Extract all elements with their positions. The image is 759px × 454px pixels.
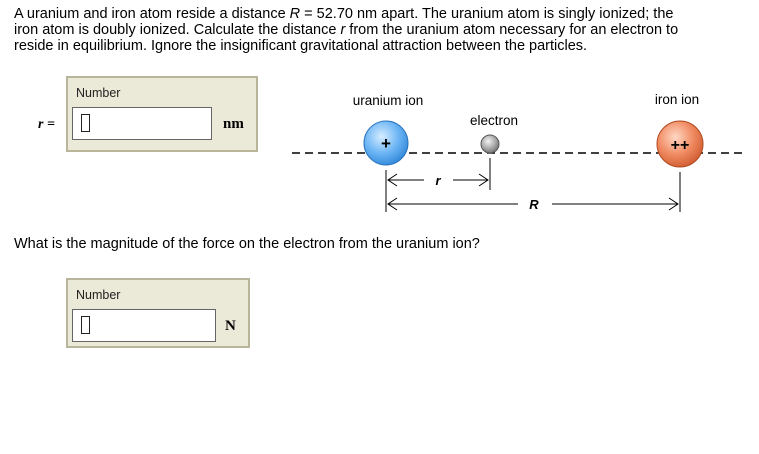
- distance-input-box[interactable]: [72, 107, 212, 140]
- problem-line-1: A uranium and iron atom reside a distanc…: [14, 6, 674, 22]
- number-label: Number: [76, 86, 121, 100]
- force-input-box[interactable]: [72, 309, 216, 342]
- question-force: What is the magnitude of the force on th…: [14, 236, 480, 252]
- iron-ion: [656, 120, 704, 168]
- problem-statement: A uranium and iron atom reside a distanc…: [14, 6, 744, 54]
- electron-label: electron: [470, 113, 518, 128]
- answer-panel-force: Number N: [66, 278, 250, 348]
- iron-ion-label: iron ion: [655, 92, 699, 107]
- r-dimension-label: r: [435, 173, 441, 188]
- r-variable-label: r =: [38, 117, 55, 132]
- answer-panel-distance: Number nm: [66, 76, 258, 152]
- iron-charge: ++: [671, 137, 690, 154]
- R-dimension-label: R: [529, 197, 539, 212]
- unit-newton: N: [225, 318, 236, 334]
- problem-line-3: reside in equilibrium. Ignore the insign…: [14, 38, 588, 54]
- number-label: Number: [76, 288, 121, 302]
- distance-input[interactable]: [81, 114, 90, 132]
- uranium-ion: [363, 120, 409, 166]
- problem-line-2: iron atom is doubly ionized. Calculate t…: [14, 22, 679, 38]
- unit-nm: nm: [223, 116, 244, 132]
- force-input[interactable]: [81, 316, 90, 334]
- uranium-ion-label: uranium ion: [353, 93, 424, 108]
- uranium-charge: +: [381, 134, 391, 153]
- electron: [480, 134, 500, 154]
